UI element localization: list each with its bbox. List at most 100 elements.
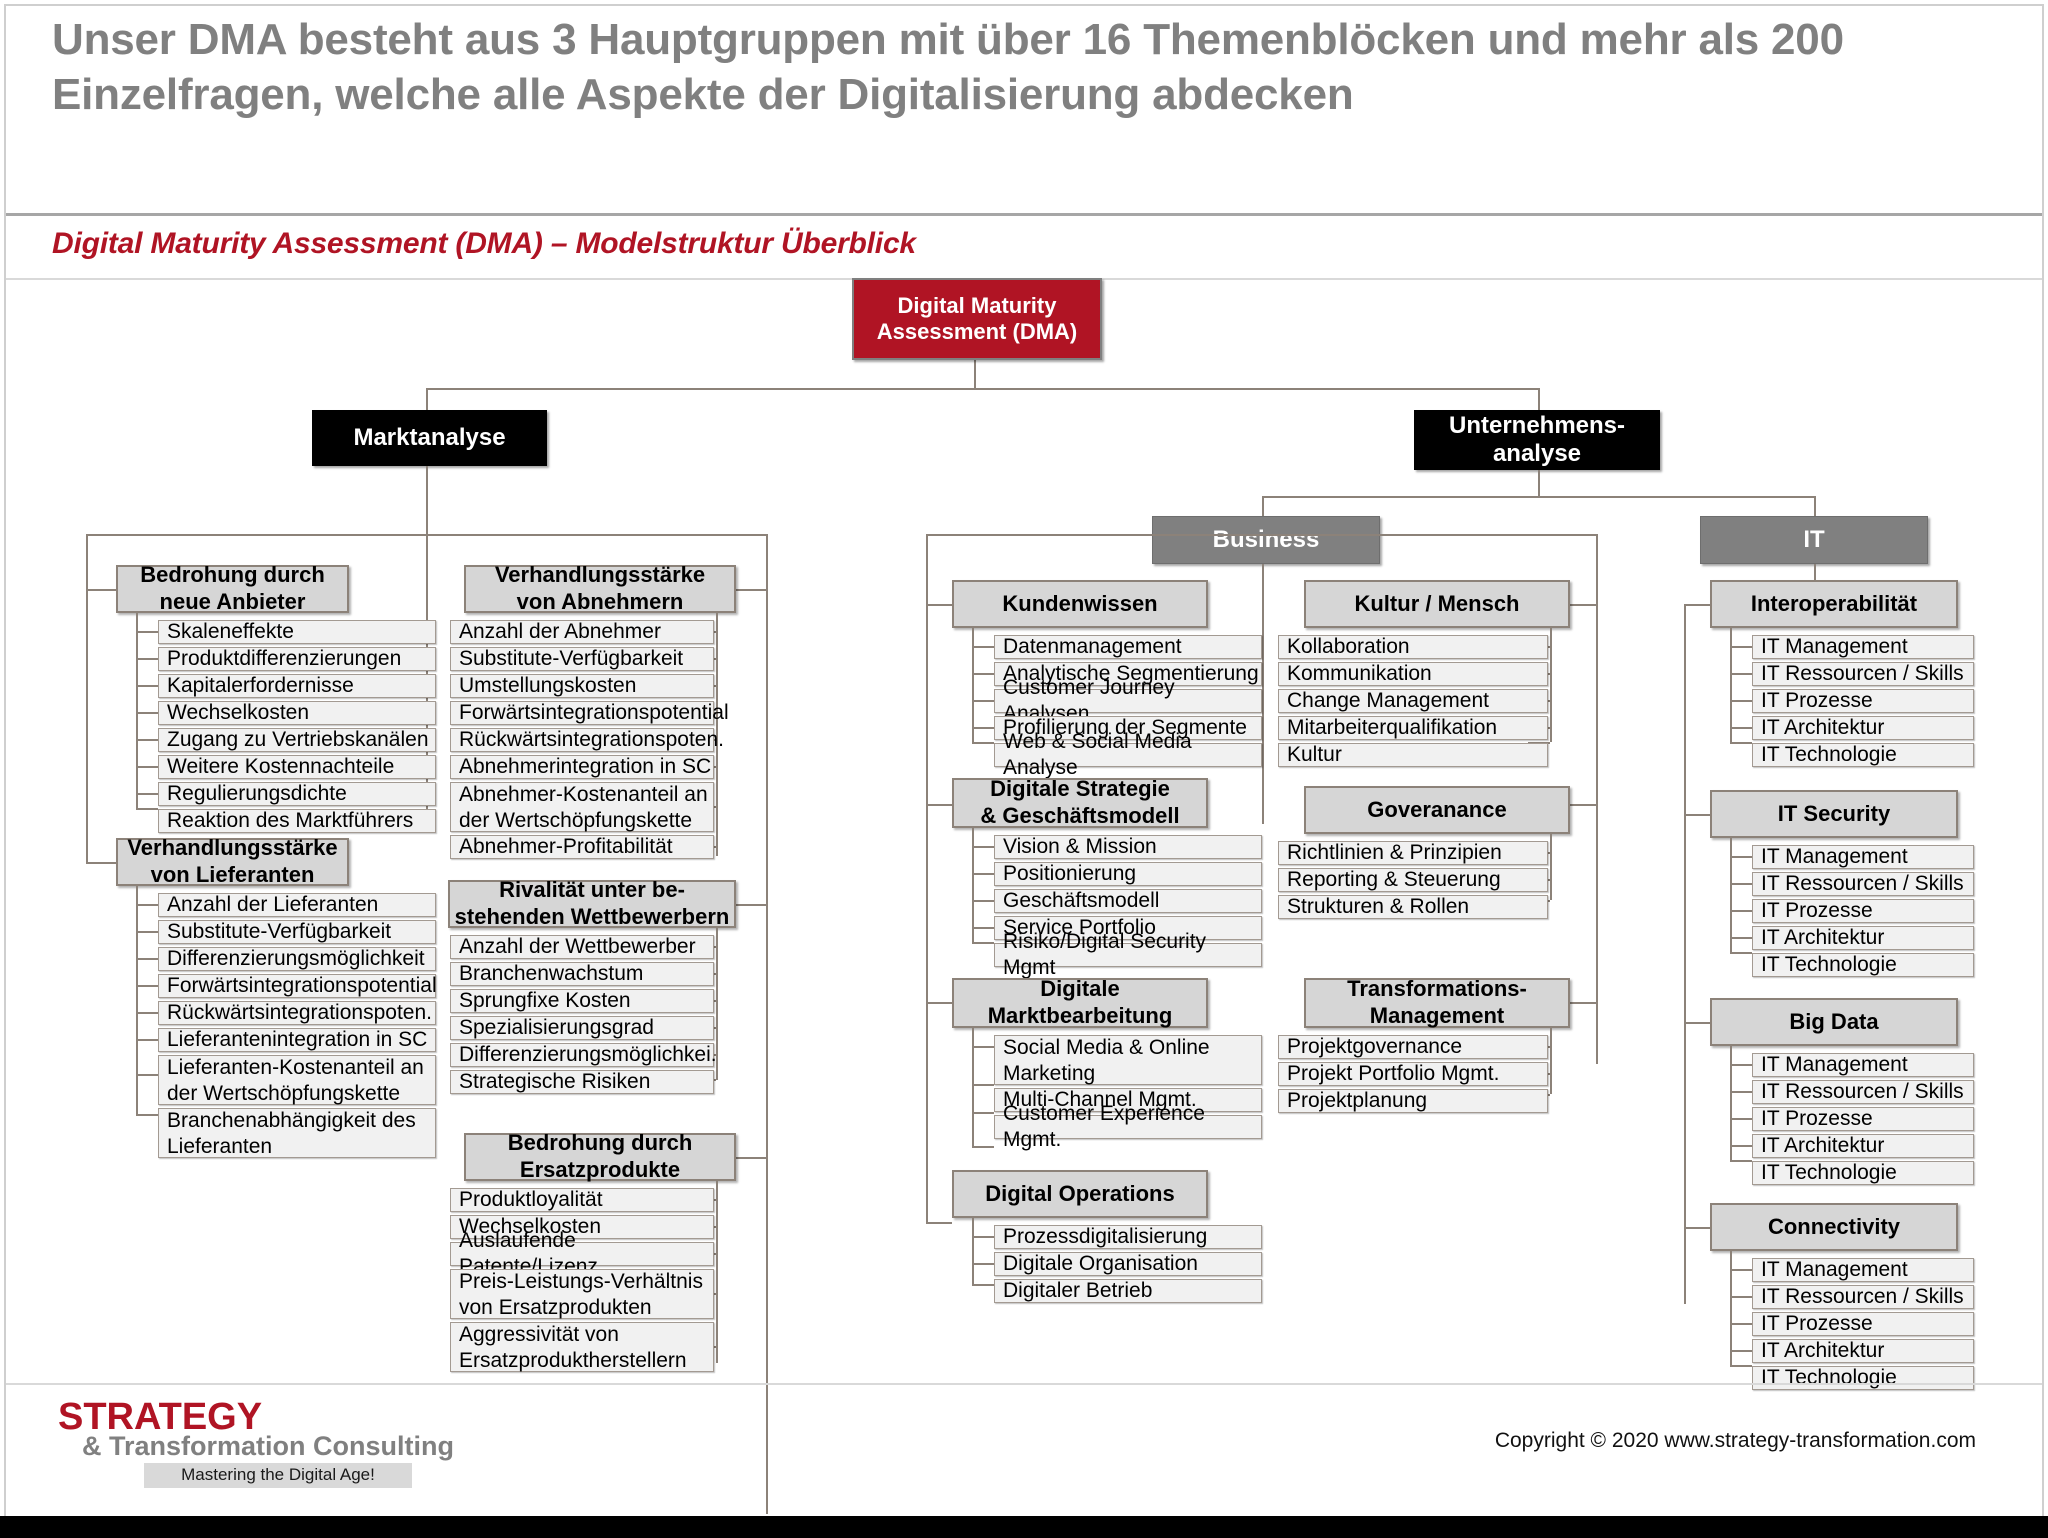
- connector-items-spine: [716, 928, 718, 1080]
- footer-divider: [6, 1383, 2042, 1385]
- connector-stub-transf: [1570, 1002, 1596, 1004]
- connector-item-stub: [1730, 937, 1752, 939]
- list-item-label: Kapitalerfordernisse: [167, 674, 354, 698]
- connector-stub-bigdata: [1684, 1022, 1710, 1024]
- group-title-line1: Kultur / Mensch: [1354, 590, 1520, 616]
- connector-item-stub: [136, 808, 158, 810]
- list-item-label: Kollaboration: [1287, 635, 1410, 659]
- list-item: IT Management: [1752, 845, 1974, 869]
- list-item-label: Strukturen & Rollen: [1287, 895, 1470, 919]
- list-item-label: Wechselkosten: [459, 1215, 602, 1239]
- list-item: Regulierungsdichte: [158, 782, 436, 806]
- list-item-label: Differenzierungsmöglichkeit: [167, 947, 425, 971]
- connector-item-stub: [1730, 1323, 1752, 1325]
- connector-item-stub: [136, 958, 158, 960]
- connector-item-stub: [136, 904, 158, 906]
- node-unternehmensanalyse[interactable]: Unternehmens- analyse: [1414, 410, 1660, 470]
- connector-item-stub: [972, 646, 994, 648]
- group-digitale-marktbearbeitung[interactable]: Digitale Marktbearbeitung: [952, 976, 1208, 1028]
- node-root[interactable]: Digital Maturity Assessment (DMA): [852, 278, 1102, 360]
- list-item-label: Prozessdigitalisierung: [1003, 1225, 1208, 1249]
- list-item-label: Social Media & Online Marketing: [1003, 1035, 1210, 1085]
- group-verhandlungsstaerke-lieferanten[interactable]: Verhandlungsstärke von Lieferanten: [116, 835, 349, 887]
- group-connectivity[interactable]: Connectivity: [1710, 1203, 1958, 1251]
- group-transformations-management[interactable]: Transformations- Management: [1304, 976, 1570, 1028]
- node-marktanalyse-label: Marktanalyse: [353, 424, 506, 452]
- group-title-line2: stehenden Wettbewerbern: [454, 904, 730, 929]
- group-interoperabilitaet[interactable]: Interoperabilität: [1710, 580, 1958, 628]
- connector-business-col1-spine: [926, 534, 928, 1224]
- group-digital-operations[interactable]: Digital Operations: [952, 1170, 1208, 1218]
- group-title-line1: Goveranance: [1367, 796, 1507, 822]
- group-kundenwissen[interactable]: Kundenwissen: [952, 580, 1208, 628]
- group-title-line1: Connectivity: [1767, 1213, 1901, 1239]
- list-item: IT Management: [1752, 1258, 1974, 1282]
- list-item-label: Service Portfolio: [1003, 916, 1156, 940]
- list-item-label: Kommunikation: [1287, 662, 1432, 686]
- connector-stub-digops: [926, 1222, 952, 1224]
- connector-stub-digstrat: [926, 804, 952, 806]
- list-item: Forwärtsintegrationspotential: [158, 974, 437, 998]
- connector-items-spine: [1550, 1028, 1552, 1094]
- group-big-data[interactable]: Big Data: [1710, 998, 1958, 1046]
- list-item: Web & Social Media Analyse: [994, 730, 1262, 779]
- list-item-label: Preis-Leistungs-Verhältnis von Ersatzpro…: [459, 1269, 703, 1319]
- connector-item-stub: [1730, 727, 1752, 729]
- list-item: Sprungfixe Kosten: [450, 989, 714, 1013]
- list-item: IT Architektur: [1752, 716, 1974, 740]
- list-item: Projektgovernance: [1278, 1035, 1548, 1059]
- list-item-label: Skaleneffekte: [167, 620, 294, 644]
- list-item-label: IT Ressourcen / Skills: [1761, 662, 1964, 686]
- group-title-line1: Verhandlungsstärke: [494, 562, 706, 588]
- connector-stub-g3: [736, 589, 766, 591]
- group-it-security[interactable]: IT Security: [1710, 790, 1958, 838]
- group-goveranance[interactable]: Goveranance: [1304, 786, 1570, 834]
- group-digitale-strategie[interactable]: Digitale Strategie & Geschäftsmodell: [952, 776, 1208, 828]
- node-it[interactable]: IT: [1700, 516, 1928, 564]
- list-item-label: Rückwärtsintegrationspoten.: [167, 1001, 432, 1025]
- group-bedrohung-neue-anbieter[interactable]: Bedrohung durch neue Anbieter: [116, 562, 349, 614]
- list-item: Mitarbeiterqualifikation: [1278, 716, 1548, 740]
- list-item: Prozessdigitalisierung: [994, 1225, 1262, 1249]
- connector-item-stub: [972, 742, 994, 744]
- list-item: Produktloyalität: [450, 1188, 714, 1212]
- list-item: Anzahl der Wettbewerber: [450, 935, 714, 959]
- connector-item-stub: [1730, 1064, 1752, 1066]
- group-kultur-mensch[interactable]: Kultur / Mensch: [1304, 580, 1570, 628]
- group-title-line1: Transformations-: [1347, 976, 1527, 1002]
- list-item: Vision & Mission: [994, 835, 1262, 859]
- node-business[interactable]: Business: [1152, 516, 1380, 564]
- connector-business-spine-down: [1262, 564, 1264, 824]
- group-verhandlungsstaerke-abnehmern[interactable]: Verhandlungsstärke von Abnehmern: [464, 562, 736, 614]
- list-item-label: Projektgovernance: [1287, 1035, 1463, 1059]
- node-business-label: Business: [1212, 526, 1320, 553]
- list-item: Kapitalerfordernisse: [158, 674, 436, 698]
- connector-item-stub: [972, 1284, 994, 1286]
- group-title-line1: Verhandlungsstärke: [127, 835, 338, 861]
- list-item-label: IT Technologie: [1761, 1366, 1897, 1390]
- list-item-label: Risiko/Digital Security Mgmt: [1003, 930, 1207, 979]
- connector-items-spine: [1730, 838, 1732, 952]
- connector-items-spine: [1730, 1046, 1732, 1160]
- connector-item-stub: [972, 1263, 994, 1265]
- connector-ua-down: [1538, 470, 1540, 496]
- list-item-label: Vision & Mission: [1003, 835, 1157, 859]
- connector-item-stub: [972, 1046, 994, 1048]
- connector-item-stub: [1730, 1365, 1752, 1367]
- list-item: Anzahl der Lieferanten: [158, 893, 436, 917]
- group-title-line1: Bedrohung durch: [140, 562, 325, 588]
- list-item-label: IT Architektur: [1761, 716, 1885, 740]
- connector-level1-bus: [426, 388, 1540, 390]
- list-item-label: IT Technologie: [1761, 1161, 1897, 1185]
- node-marktanalyse[interactable]: Marktanalyse: [312, 410, 547, 466]
- list-item-label: Sprungfixe Kosten: [459, 989, 631, 1013]
- list-item-label: IT Prozesse: [1761, 1107, 1873, 1131]
- list-item-label: Multi-Channel Mgmt.: [1003, 1088, 1197, 1112]
- group-rivalitaet-wettbewerbern[interactable]: Rivalität unter be- stehenden Wettbewerb…: [448, 877, 736, 929]
- connector-item-stub: [136, 793, 158, 795]
- connector-item-stub: [1730, 700, 1752, 702]
- node-it-label: IT: [1803, 526, 1825, 553]
- group-bedrohung-ersatzprodukte[interactable]: Bedrohung durch Ersatzprodukte: [464, 1130, 736, 1182]
- list-item-label: Positionierung: [1003, 862, 1137, 886]
- list-item: Kommunikation: [1278, 662, 1548, 686]
